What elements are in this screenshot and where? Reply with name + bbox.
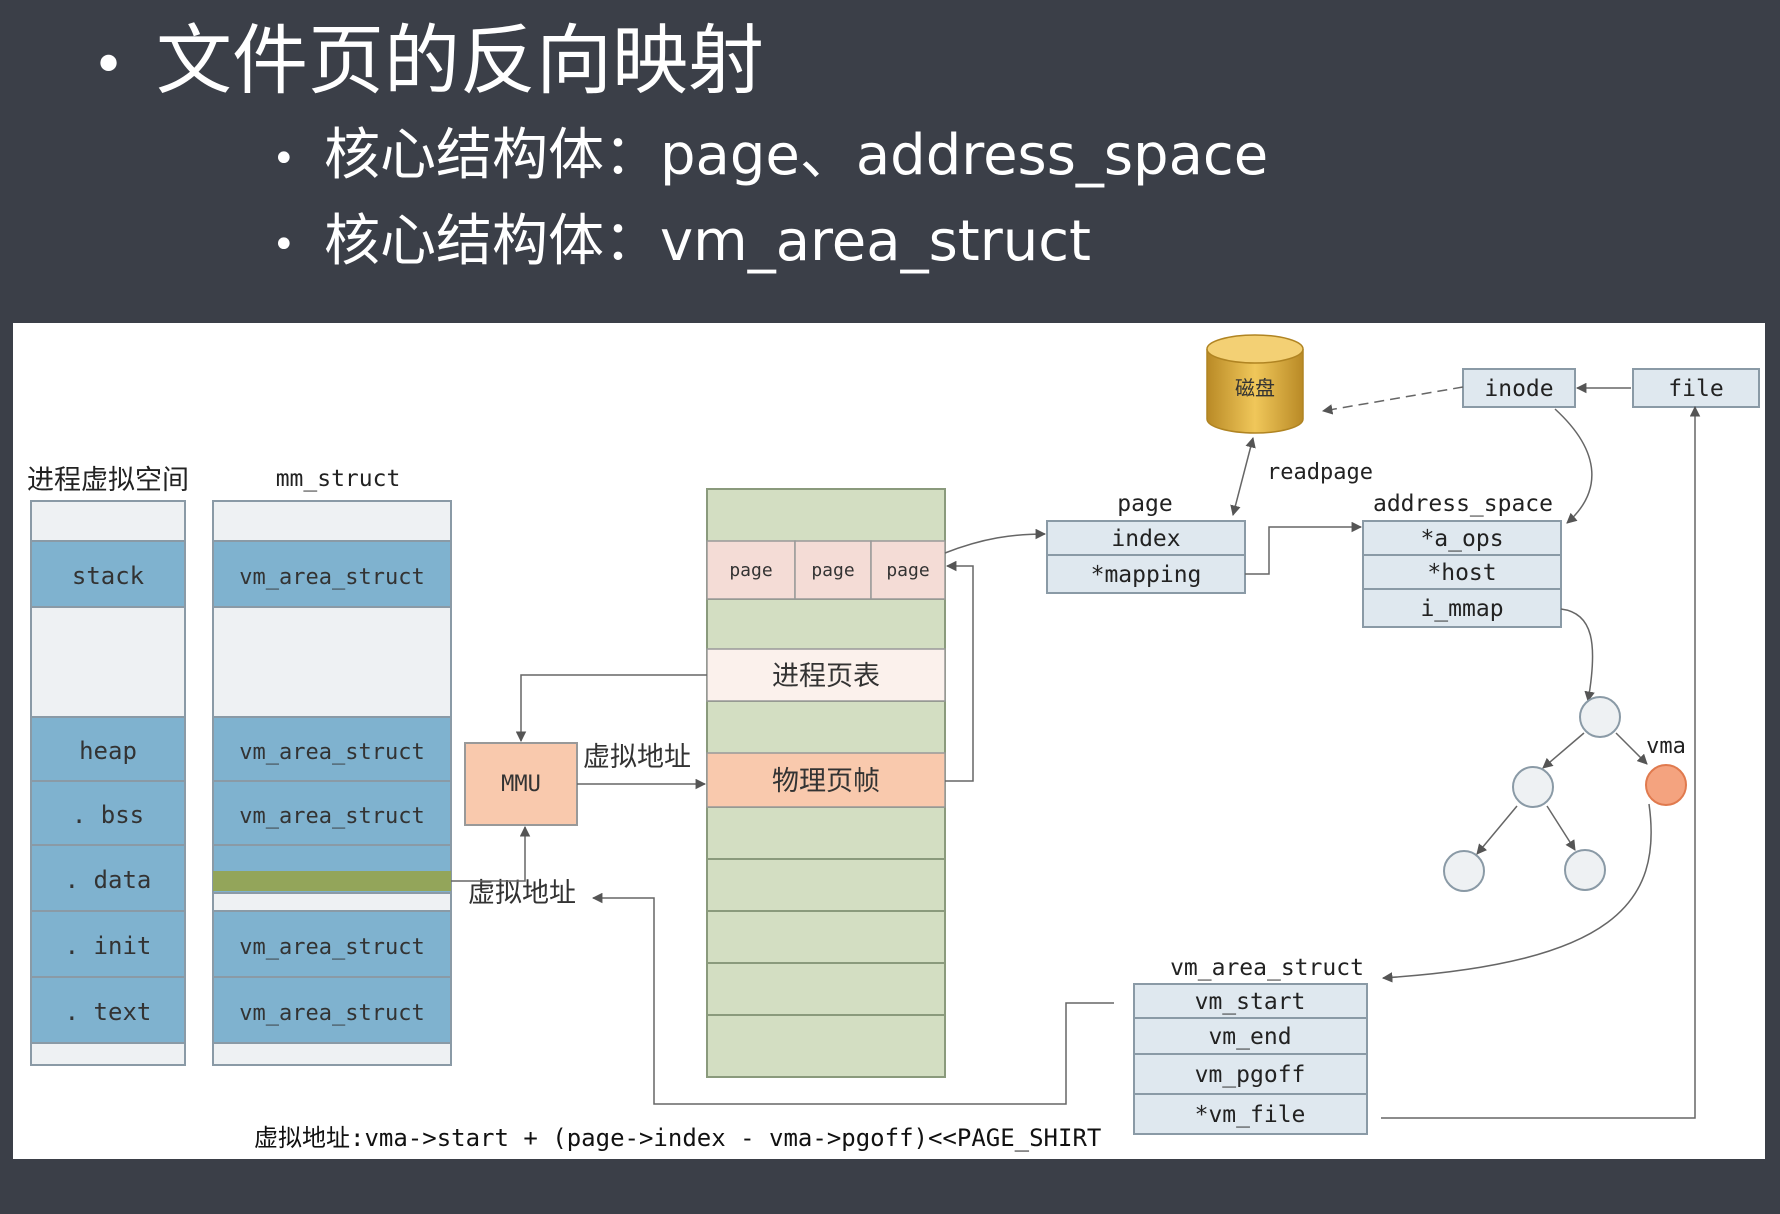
- page-table-label: 进程页表: [772, 661, 880, 692]
- slide-title: • 文件页的反向映射: [92, 16, 764, 111]
- right-connectors: [944, 382, 1701, 1119]
- mm-struct-heading: mm_struct: [276, 466, 401, 492]
- virt-addr-label: 虚拟地址: [468, 878, 576, 909]
- tree-node: [1564, 849, 1606, 891]
- struct-field-label: *host: [1427, 560, 1496, 586]
- virtual-address-space: stack heap . bss . data . init . text: [30, 500, 186, 1066]
- address-space-title: address_space: [1373, 491, 1553, 517]
- left-connectors: [451, 560, 1114, 1105]
- page-cell-label: page: [886, 560, 929, 581]
- struct-field-label: *vm_file: [1195, 1102, 1306, 1128]
- struct-field: [1133, 1017, 1368, 1055]
- vma-block: [212, 540, 452, 608]
- reverse-mapping-diagram: 进程虚拟空间 stack heap . bss . data . init . …: [13, 323, 1765, 1159]
- virt-addr-label: 虚拟地址: [583, 742, 691, 773]
- vma-block: [212, 910, 452, 978]
- struct-field-label: *mapping: [1091, 562, 1202, 588]
- vas-segment: [30, 976, 186, 1044]
- vma-block-label: vm_area_struct: [239, 565, 424, 590]
- physical-memory-column: page page page 进程页表 物理页帧: [706, 488, 946, 1078]
- mmu-box: [464, 742, 578, 826]
- inode-label: inode: [1484, 376, 1553, 402]
- vma-node: [1645, 764, 1687, 806]
- page-cell: [706, 540, 796, 600]
- vma-tree: vma: [1443, 696, 1687, 892]
- mm-struct-column: vm_area_struct vm_area_struct vm_area_st…: [212, 500, 452, 1066]
- address-space-box: *a_ops *host i_mmap: [1362, 520, 1562, 628]
- vas-heading: 进程虚拟空间: [27, 465, 189, 496]
- vas-segment-label: heap: [79, 737, 137, 765]
- struct-field-label: *a_ops: [1420, 526, 1503, 552]
- disk-cylinder: 磁盘: [1206, 334, 1304, 434]
- struct-field-label: vm_end: [1208, 1024, 1291, 1050]
- page-cell-label: page: [811, 560, 854, 581]
- vas-segment-label: stack: [72, 562, 145, 590]
- file-label: file: [1668, 376, 1723, 402]
- bullet-text: 核心结构体：page、address_space: [324, 123, 1269, 188]
- vas-segment: [30, 540, 186, 608]
- struct-field: [1133, 1093, 1368, 1135]
- inode-box: [1462, 368, 1576, 408]
- vas-segment-label: . text: [65, 998, 152, 1026]
- struct-field-label: index: [1111, 526, 1180, 552]
- struct-field-label: i_mmap: [1420, 596, 1503, 622]
- phys-frame-block: [706, 752, 946, 808]
- page-table-block: [706, 648, 946, 702]
- mmu-label: MMU: [501, 772, 541, 797]
- page-cell-label: page: [729, 560, 772, 581]
- disk-label: 磁盘: [1235, 376, 1275, 400]
- vma-block-label: vm_area_struct: [239, 740, 424, 765]
- vma-block-label: vm_area_struct: [239, 1001, 424, 1026]
- bullet-dot-icon: •: [92, 33, 126, 98]
- vas-segment-label: . data: [65, 866, 152, 894]
- struct-field: [1133, 983, 1368, 1019]
- struct-field: [1362, 554, 1562, 590]
- vma-block-label: vm_area_struct: [239, 804, 424, 829]
- bullet-dot-icon: •: [272, 221, 296, 268]
- struct-field: [1046, 554, 1246, 594]
- struct-field: [1362, 520, 1562, 556]
- slide-title-text: 文件页的反向映射: [156, 16, 764, 105]
- bullet-dot-icon: •: [272, 135, 296, 182]
- bullet-text: 核心结构体：vm_area_struct: [324, 209, 1091, 274]
- struct-field-label: vm_start: [1195, 989, 1306, 1015]
- vm-area-struct-title: vm_area_struct: [1170, 955, 1364, 981]
- page-struct-box: index *mapping: [1046, 520, 1246, 594]
- struct-field: [1046, 520, 1246, 556]
- vma-block: [212, 976, 452, 1044]
- vma-block-label: vm_area_struct: [239, 935, 424, 960]
- page-cell: [794, 540, 872, 600]
- readpage-label: readpage: [1267, 460, 1373, 485]
- vma-block: [212, 716, 452, 782]
- tree-node: [1443, 850, 1485, 892]
- page-cell: [870, 540, 946, 600]
- phys-frame-label: 物理页帧: [772, 766, 880, 797]
- page-struct-title: page: [1117, 491, 1172, 517]
- olive-stripe: [213, 871, 451, 891]
- bullet-item: • 核心结构体：vm_area_struct: [272, 210, 1091, 277]
- bullet-item: • 核心结构体：page、address_space: [272, 124, 1268, 191]
- vas-segment-label: . init: [65, 932, 152, 960]
- tree-node: [1579, 696, 1621, 738]
- vma-node-label: vma: [1646, 734, 1686, 759]
- tree-node: [1512, 766, 1554, 808]
- struct-field: [1362, 588, 1562, 628]
- vas-segment: [30, 716, 186, 782]
- vas-segment-label: . bss: [72, 801, 144, 829]
- formula-text: 虚拟地址:vma->start + (page->index - vma->pg…: [254, 1124, 1101, 1152]
- vm-area-struct-box: vm_start vm_end vm_pgoff *vm_file: [1133, 983, 1368, 1135]
- struct-field-label: vm_pgoff: [1195, 1062, 1306, 1088]
